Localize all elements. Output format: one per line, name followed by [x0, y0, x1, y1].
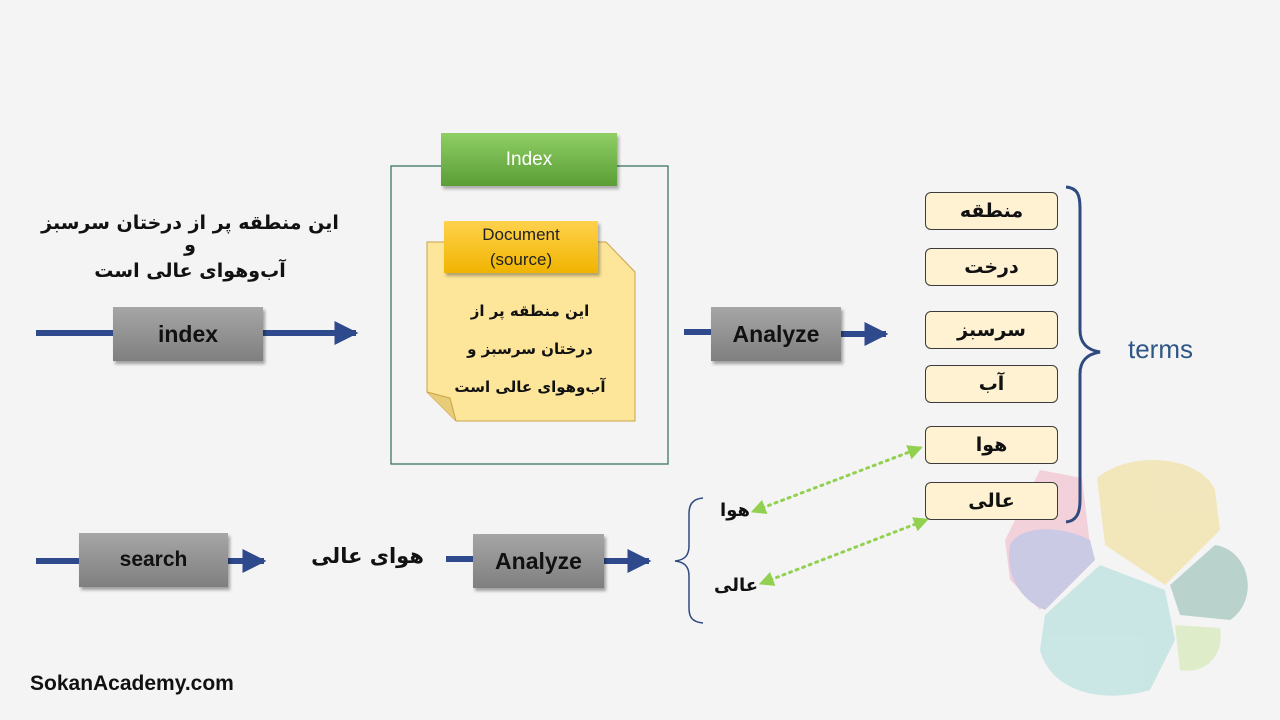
site-footer[interactable]: SokanAcademy.com [30, 672, 234, 695]
document-text: این منطقه پر از درختان سرسبز و آب‌وهوای … [440, 292, 620, 406]
term-item: عالی [925, 482, 1058, 520]
index-button: index [113, 307, 263, 361]
index-label: Index [441, 133, 617, 186]
term-item: آب [925, 365, 1058, 403]
decorative-logo [1005, 459, 1248, 696]
terms-brace [1065, 185, 1101, 524]
document-text-line: این منطقه پر از [470, 302, 590, 320]
query-brace [674, 497, 704, 624]
match-arrow-hava [750, 445, 923, 514]
analyze-button-top: Analyze [711, 307, 841, 361]
source-text-line1: این منطقه پر از درختان سرسبز و [41, 212, 339, 256]
terms-label: terms [1128, 334, 1193, 364]
source-text-line2: آب‌وهوای عالی است [94, 260, 286, 282]
term-item: هوا [925, 426, 1058, 464]
document-text-line: درختان سرسبز و [467, 340, 593, 358]
document-text-line: آب‌وهوای عالی است [454, 378, 606, 396]
analyze-button-bottom: Analyze [473, 534, 604, 588]
query-text: هوای عالی [311, 544, 424, 568]
document-label-line1: Document [482, 225, 560, 244]
term-item: درخت [925, 248, 1058, 286]
query-token: هوا [720, 500, 750, 521]
term-item: سرسبز [925, 311, 1058, 349]
match-arrow-aali [758, 517, 929, 586]
document-label-line2: (source) [489, 250, 553, 269]
term-item: منطقه [925, 192, 1058, 230]
search-button: search [79, 533, 228, 587]
document-label: Document (source) [444, 221, 598, 273]
query-token: عالی [713, 575, 759, 596]
